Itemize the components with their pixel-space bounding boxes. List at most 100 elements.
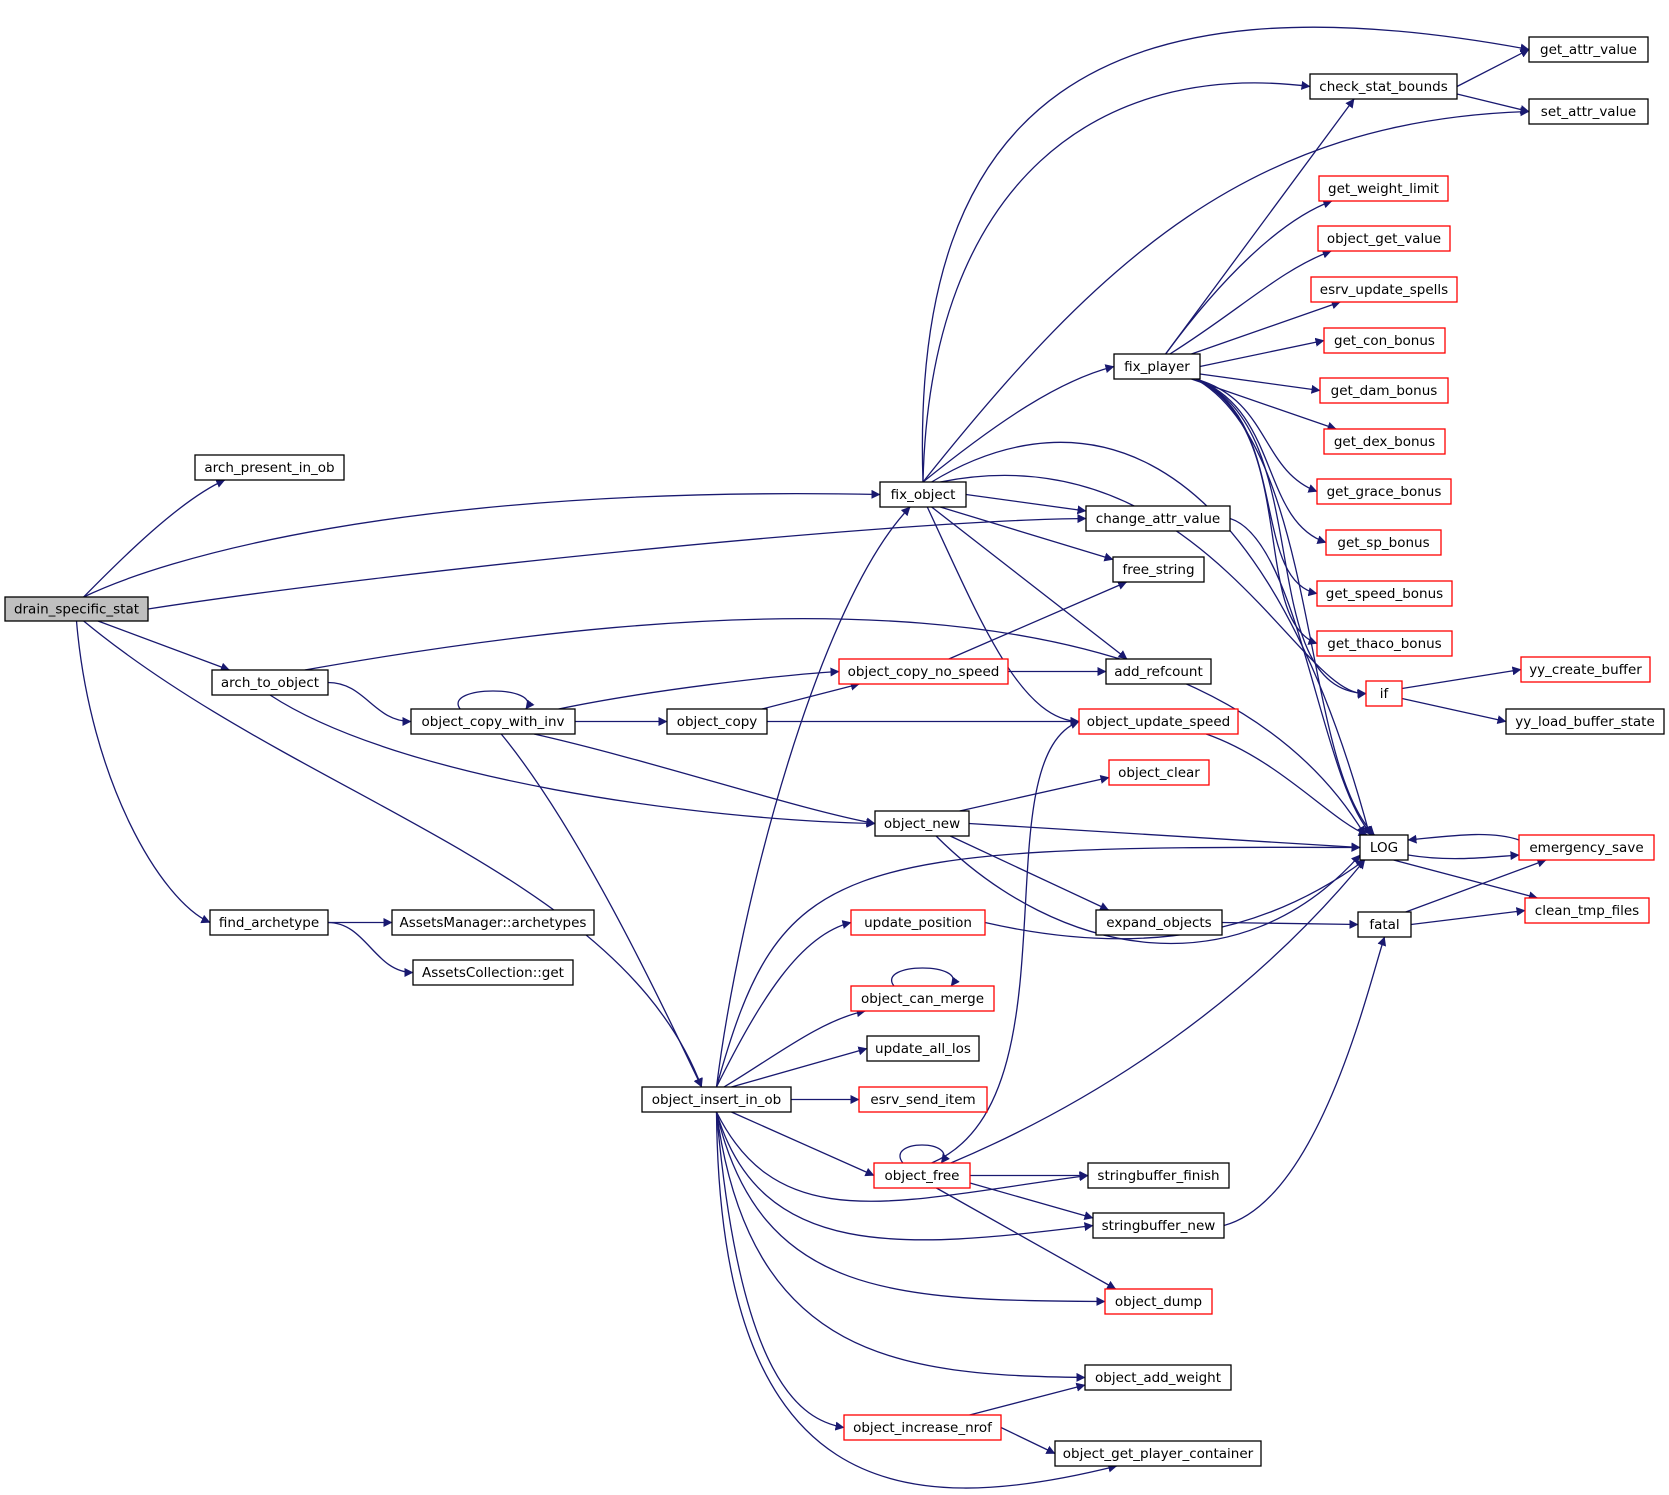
node-fix-object[interactable]: fix_object — [879, 481, 967, 508]
node-box — [1316, 580, 1453, 607]
node-label: AssetsManager::archetypes — [400, 915, 587, 931]
node-label: object_copy_with_inv — [421, 714, 564, 730]
node-box — [1084, 1364, 1232, 1391]
edge-fix_object-to-set_attr_value — [922, 107, 1530, 483]
node-assets-get[interactable]: AssetsCollection::get — [412, 959, 574, 986]
node-object-new[interactable]: object_new — [874, 810, 970, 837]
node-emergency-save[interactable]: emergency_save — [1518, 834, 1655, 861]
node-yy-create-buffer[interactable]: yy_create_buffer — [1520, 656, 1651, 683]
node-box — [1104, 1288, 1213, 1315]
node-box — [1318, 175, 1449, 202]
node-object-clear[interactable]: object_clear — [1108, 759, 1210, 786]
node-log[interactable]: LOG — [1359, 834, 1409, 861]
node-stringbuffer-finish[interactable]: stringbuffer_finish — [1087, 1162, 1230, 1189]
node-find-archetype[interactable]: find_archetype — [209, 909, 329, 936]
node-get-dam-bonus[interactable]: get_dam_bonus — [1319, 377, 1449, 404]
node-set-attr-value[interactable]: set_attr_value — [1528, 98, 1649, 125]
node-box — [838, 658, 1009, 685]
node-clean-tmp-files[interactable]: clean_tmp_files — [1524, 897, 1650, 924]
node-object-dump[interactable]: object_dump — [1104, 1288, 1213, 1315]
node-free-string[interactable]: free_string — [1112, 556, 1205, 583]
node-box — [1113, 353, 1201, 380]
node-label: fix_player — [1124, 359, 1190, 375]
node-update-all-los[interactable]: update_all_los — [866, 1035, 980, 1062]
edge-arch_to_object-to-object_copy_with_inv — [327, 681, 412, 726]
node-add-refcount[interactable]: add_refcount — [1105, 658, 1212, 685]
edge-object_insert_in_ob-to-stringbuffer_finish — [715, 1111, 1089, 1202]
node-box — [1309, 73, 1458, 100]
node-object-increase-nrof[interactable]: object_increase_nrof — [843, 1414, 1002, 1441]
node-label: esrv_send_item — [870, 1092, 975, 1108]
node-box — [1087, 1162, 1230, 1189]
edge-fix_player-to-get_con_bonus — [1199, 337, 1325, 368]
node-label: expand_objects — [1106, 915, 1211, 931]
node-label: object_copy — [677, 714, 758, 730]
node-label: object_get_player_container — [1063, 1446, 1254, 1462]
node-box — [641, 1086, 792, 1113]
edge-fix_player-to-get_dex_bonus — [1191, 378, 1337, 431]
node-if[interactable]: if — [1365, 680, 1403, 707]
edge-drain_specific_stat-to-change_attr_value — [147, 514, 1087, 610]
node-update-position[interactable]: update_position — [850, 909, 986, 936]
node-object-copy[interactable]: object_copy — [666, 708, 768, 735]
node-arch-to-object[interactable]: arch_to_object — [211, 669, 329, 696]
node-object-can-merge[interactable]: object_can_merge — [850, 985, 995, 1012]
edge-fix_player-to-LOG — [1195, 378, 1375, 836]
edge-object_free-to-object_free — [899, 1144, 950, 1164]
node-label: esrv_update_spells — [1320, 282, 1448, 298]
node-label: set_attr_value — [1541, 104, 1636, 120]
node-get-sp-bonus[interactable]: get_sp_bonus — [1325, 529, 1442, 556]
node-label: get_attr_value — [1540, 42, 1637, 58]
node-yy-load-buffer-state[interactable]: yy_load_buffer_state — [1505, 708, 1665, 735]
node-get-con-bonus[interactable]: get_con_bonus — [1323, 327, 1446, 354]
node-object-copy-no-speed[interactable]: object_copy_no_speed — [838, 658, 1009, 685]
edge-fix_object-to-change_attr_value — [965, 493, 1087, 515]
node-box — [866, 1035, 980, 1062]
node-fatal[interactable]: fatal — [1357, 911, 1412, 938]
node-get-speed-bonus[interactable]: get_speed_bonus — [1316, 580, 1453, 607]
node-object-get-value[interactable]: object_get_value — [1317, 225, 1451, 252]
edge-object_insert_in_ob-to-fix_object — [715, 506, 911, 1088]
node-check-stat-bounds[interactable]: check_stat_bounds — [1309, 73, 1458, 100]
edge-object_insert_in_ob-to-object_get_player_container — [715, 1111, 1118, 1489]
node-box — [874, 810, 970, 837]
node-label: clean_tmp_files — [1535, 903, 1639, 919]
node-assets-archetypes[interactable]: AssetsManager::archetypes — [391, 909, 595, 936]
node-esrv-send-item[interactable]: esrv_send_item — [858, 1086, 988, 1113]
node-object-insert-in-ob[interactable]: object_insert_in_ob — [641, 1086, 792, 1113]
node-get-weight-limit[interactable]: get_weight_limit — [1318, 175, 1449, 202]
node-label: object_update_speed — [1087, 714, 1230, 730]
node-box — [1078, 708, 1239, 735]
node-box — [1316, 630, 1453, 657]
node-fix-player[interactable]: fix_player — [1113, 353, 1201, 380]
node-get-attr-value[interactable]: get_attr_value — [1528, 36, 1649, 63]
edge-fix_player-to-esrv_update_spells — [1191, 300, 1341, 355]
edge-object_insert_in_ob-to-object_add_weight — [715, 1111, 1086, 1382]
node-object-free[interactable]: object_free — [873, 1162, 971, 1189]
node-box — [1359, 834, 1409, 861]
edge-object_insert_in_ob-to-LOG — [715, 842, 1361, 1088]
node-expand-objects[interactable]: expand_objects — [1095, 909, 1223, 936]
node-get-dex-bonus[interactable]: get_dex_bonus — [1323, 428, 1446, 455]
node-box — [1323, 327, 1446, 354]
node-object-get-player-container[interactable]: object_get_player_container — [1054, 1440, 1262, 1467]
edge-fix_player-to-get_sp_bonus — [1195, 378, 1327, 544]
node-stringbuffer-new[interactable]: stringbuffer_new — [1092, 1212, 1225, 1239]
node-object-copy-with-inv[interactable]: object_copy_with_inv — [410, 708, 576, 735]
edge-if-to-yy_create_buffer — [1401, 666, 1522, 690]
node-get-grace-bonus[interactable]: get_grace_bonus — [1316, 478, 1452, 505]
node-label: get_grace_bonus — [1327, 484, 1442, 500]
node-label: object_free — [885, 1168, 960, 1184]
node-object-add-weight[interactable]: object_add_weight — [1084, 1364, 1232, 1391]
node-esrv-update-spells[interactable]: esrv_update_spells — [1310, 276, 1458, 303]
node-box — [1316, 478, 1452, 505]
node-change-attr-value[interactable]: change_attr_value — [1085, 505, 1231, 532]
node-label: object_get_value — [1327, 231, 1441, 247]
node-box — [1112, 556, 1205, 583]
node-get-thaco-bonus[interactable]: get_thaco_bonus — [1316, 630, 1453, 657]
node-arch-present-in-ob[interactable]: arch_present_in_ob — [194, 454, 345, 481]
node-object-update-speed[interactable]: object_update_speed — [1078, 708, 1239, 735]
node-drain-specific-stat[interactable]: drain_specific_stat — [4, 596, 149, 622]
edge-fix_object-to-free_string — [940, 506, 1114, 562]
